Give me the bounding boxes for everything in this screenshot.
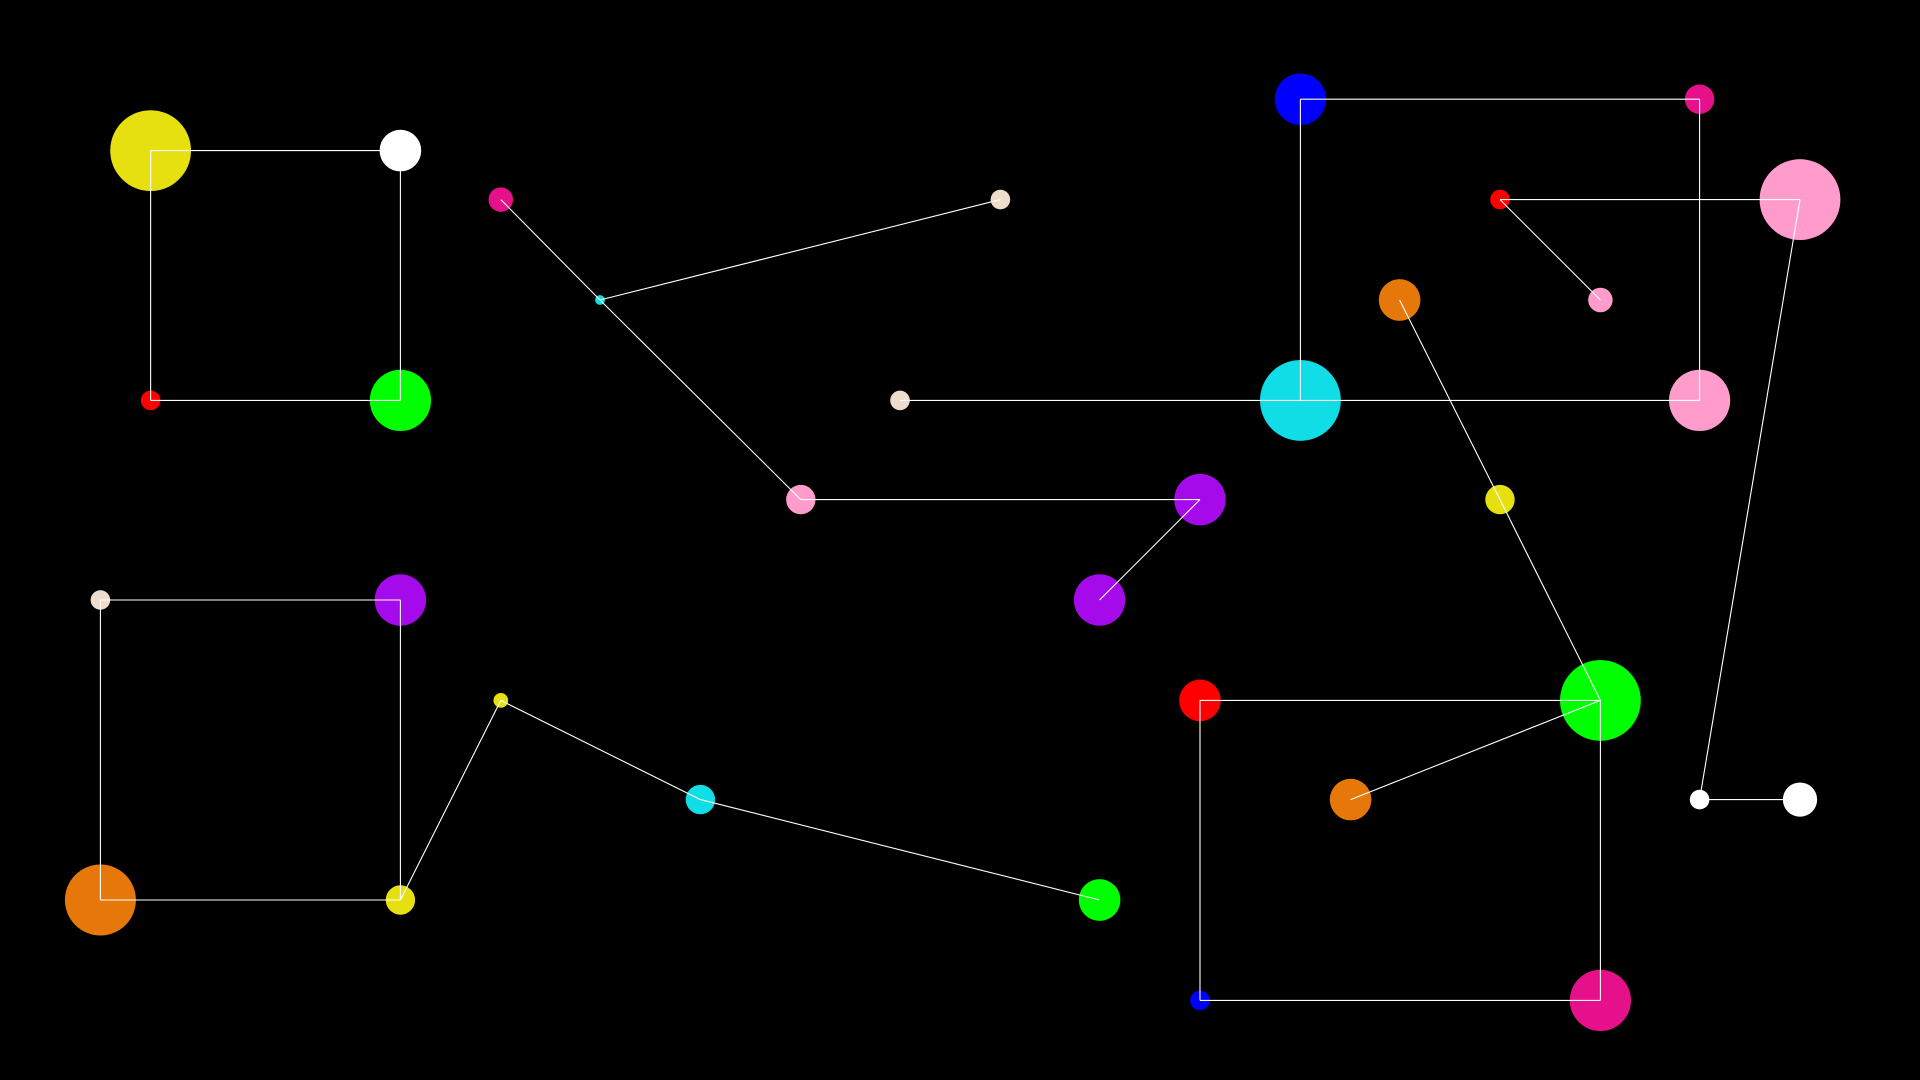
edge xyxy=(399,700,502,901)
edge xyxy=(1499,499,1601,701)
edge xyxy=(599,199,1001,301)
nodes-layer xyxy=(64,73,1841,1032)
edge xyxy=(1350,699,1601,801)
edge xyxy=(1699,199,1801,800)
node-beige xyxy=(990,189,1011,210)
node-yellow xyxy=(110,110,192,192)
edge xyxy=(500,199,601,301)
edge xyxy=(1399,299,1501,500)
edge xyxy=(1499,199,1601,301)
edge xyxy=(1099,499,1201,601)
edge xyxy=(599,299,802,500)
edges-layer xyxy=(99,98,1801,1001)
edge xyxy=(500,699,701,801)
edge xyxy=(700,799,1100,901)
